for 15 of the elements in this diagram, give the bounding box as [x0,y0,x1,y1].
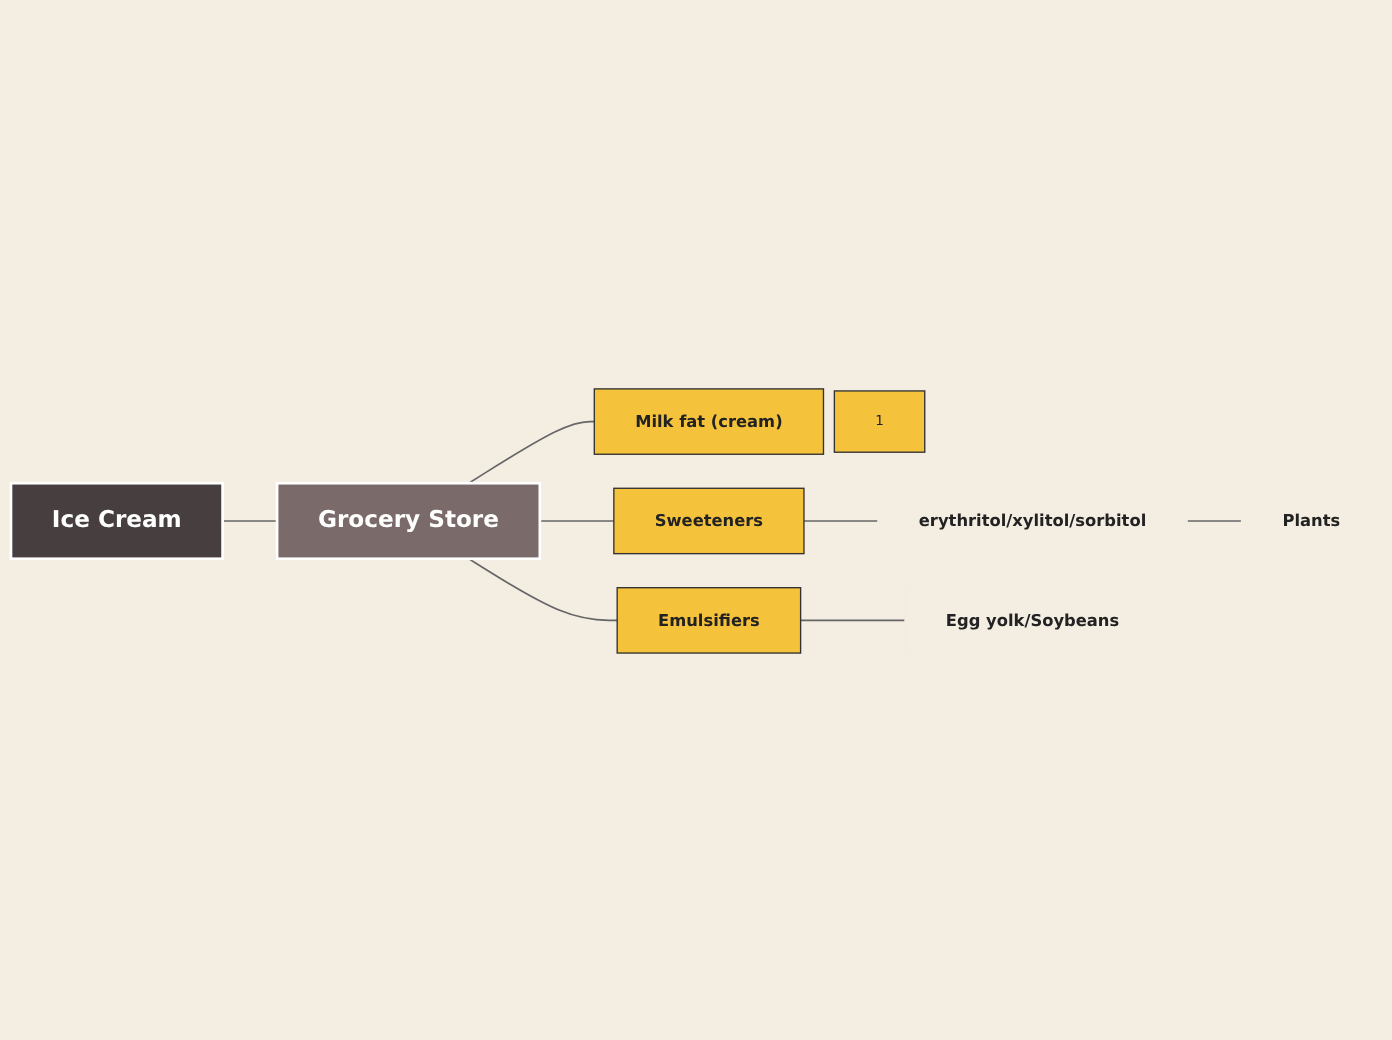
node-box: Ice Cream [9,480,224,560]
connector [799,618,906,621]
connector [221,519,278,521]
connector [467,419,596,484]
connector [1186,519,1243,521]
node-text: erythritol/xylitol/sorbitol [918,510,1147,530]
connector [539,519,615,521]
connector [467,556,618,621]
node-box: Grocery Store [275,480,542,560]
node-text: Plants [1282,510,1341,530]
node-box: Milk fat (cream) [593,387,825,454]
node-text: Egg yolk/Soybeans [945,609,1120,629]
node-box: Emulsifiers [616,586,802,653]
node-box: Sweeteners [613,486,805,554]
connector [803,519,879,521]
